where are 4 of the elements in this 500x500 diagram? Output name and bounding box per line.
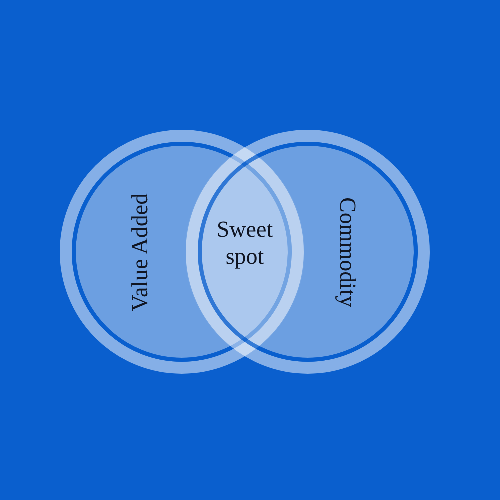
- overlap-label: Sweet spot: [216, 216, 274, 270]
- circle-label: Commodity: [334, 197, 362, 307]
- circle-label: Value Added: [126, 192, 154, 312]
- overlap-region: [186, 147, 304, 357]
